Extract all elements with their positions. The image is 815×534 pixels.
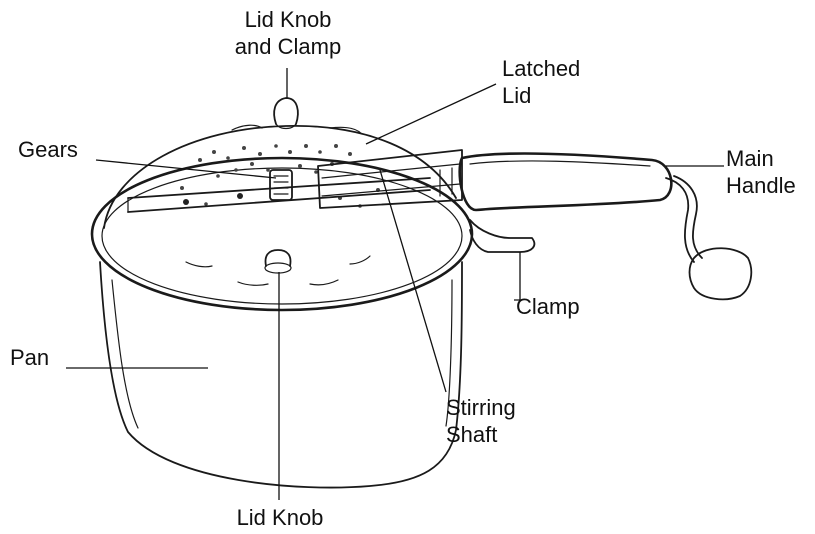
label-stirring-shaft: Stirring Shaft	[446, 395, 516, 447]
latched-lid-shape	[103, 124, 457, 286]
label-clamp: Clamp	[516, 294, 580, 319]
top-knob	[273, 97, 299, 130]
lid-vents	[185, 124, 371, 286]
leader-line-stirring-shaft	[379, 169, 447, 393]
main-handle-shape	[458, 152, 753, 301]
label-pan: Pan	[10, 345, 50, 370]
label-lid-knob: Lid Knob	[236, 505, 324, 530]
leader-line-gears	[95, 159, 277, 179]
label-gears: Gears	[18, 137, 78, 162]
stirring-shaft-housing	[317, 149, 463, 209]
label-main-handle: Main Handle	[726, 146, 796, 198]
label-lid-knob-and-clamp: Lid Knob and Clamp	[234, 7, 342, 59]
center-knob	[264, 249, 292, 274]
pan-rim	[90, 156, 474, 312]
label-latched-lid: Latched Lid	[502, 56, 581, 108]
lid-holes	[180, 144, 380, 208]
leader-line-clamp	[514, 252, 521, 301]
gear-assembly	[127, 169, 431, 213]
clamp-shape	[469, 219, 536, 253]
leader-line-latched-lid	[365, 83, 497, 145]
pan-body	[99, 261, 463, 489]
